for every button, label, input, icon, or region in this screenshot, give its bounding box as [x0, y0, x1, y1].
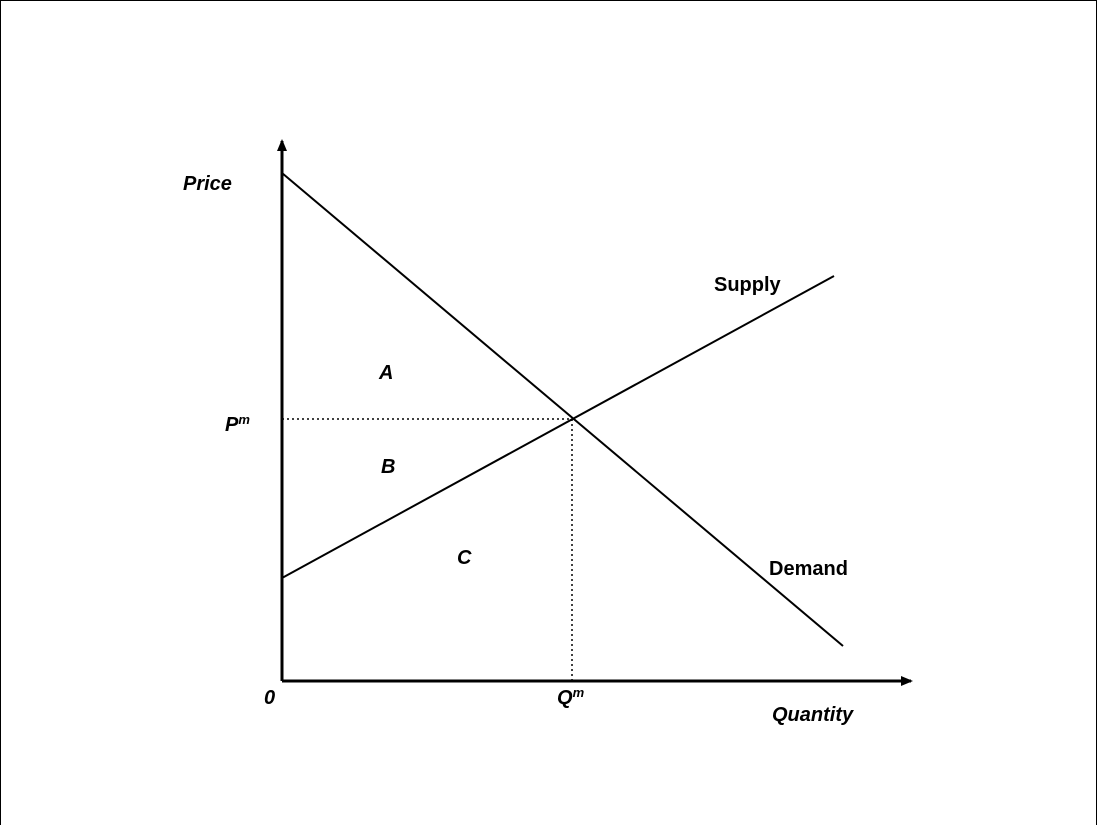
supply-curve [281, 275, 835, 579]
demand-curve [281, 172, 844, 647]
region-b-label: B [381, 456, 395, 478]
supply-label: Supply [714, 274, 782, 296]
x-axis-label: Quantity [772, 704, 854, 726]
region-a-label: A [378, 362, 393, 384]
region-c-label: C [457, 547, 472, 569]
price-tick-label: Pm [225, 412, 250, 436]
origin-label: 0 [264, 687, 275, 709]
demand-label: Demand [769, 558, 848, 580]
y-axis-label: Price [183, 173, 232, 195]
quantity-tick-label: Qm [557, 685, 585, 709]
